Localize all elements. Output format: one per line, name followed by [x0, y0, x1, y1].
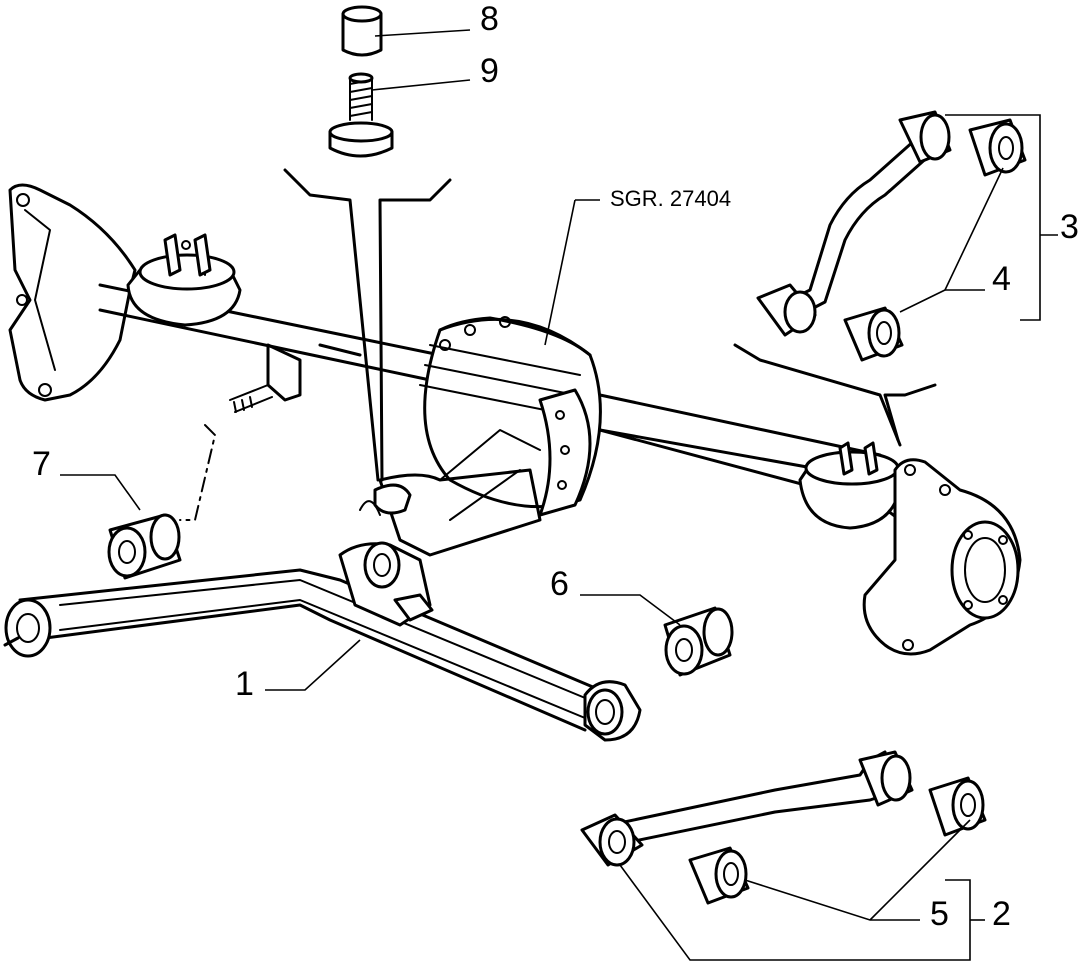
callout-5: 5: [930, 895, 949, 933]
break-marks: [283, 168, 937, 482]
callout-2: 2: [992, 895, 1011, 933]
left-spring-seat: [126, 233, 242, 327]
stud-bracket: [179, 343, 302, 521]
differential-housing: [359, 316, 602, 557]
left-mounting-plate: [8, 183, 137, 402]
part-9-bolt: [328, 72, 394, 158]
part-3-link-rod-upper: [756, 110, 1027, 362]
callout-3: 3: [1060, 208, 1079, 246]
callout-8: 8: [480, 0, 499, 38]
reference-label: SGR. 27404: [610, 186, 731, 211]
callout-6: 6: [550, 565, 569, 603]
callout-9: 9: [480, 52, 499, 90]
part-7-bushing: [107, 513, 182, 580]
right-hub-carrier: [862, 458, 1022, 656]
right-spring-seat: [798, 441, 902, 530]
part-1-trailing-arm: [3, 541, 642, 742]
part-6-bushing: [663, 606, 734, 677]
callout-4: 4: [992, 260, 1011, 298]
part-2-link-rod-lower: [580, 750, 987, 905]
callout-7: 7: [32, 445, 51, 483]
part-8-spacer: [341, 5, 383, 57]
leader-lines: [60, 29, 1058, 961]
callout-1: 1: [235, 665, 254, 703]
